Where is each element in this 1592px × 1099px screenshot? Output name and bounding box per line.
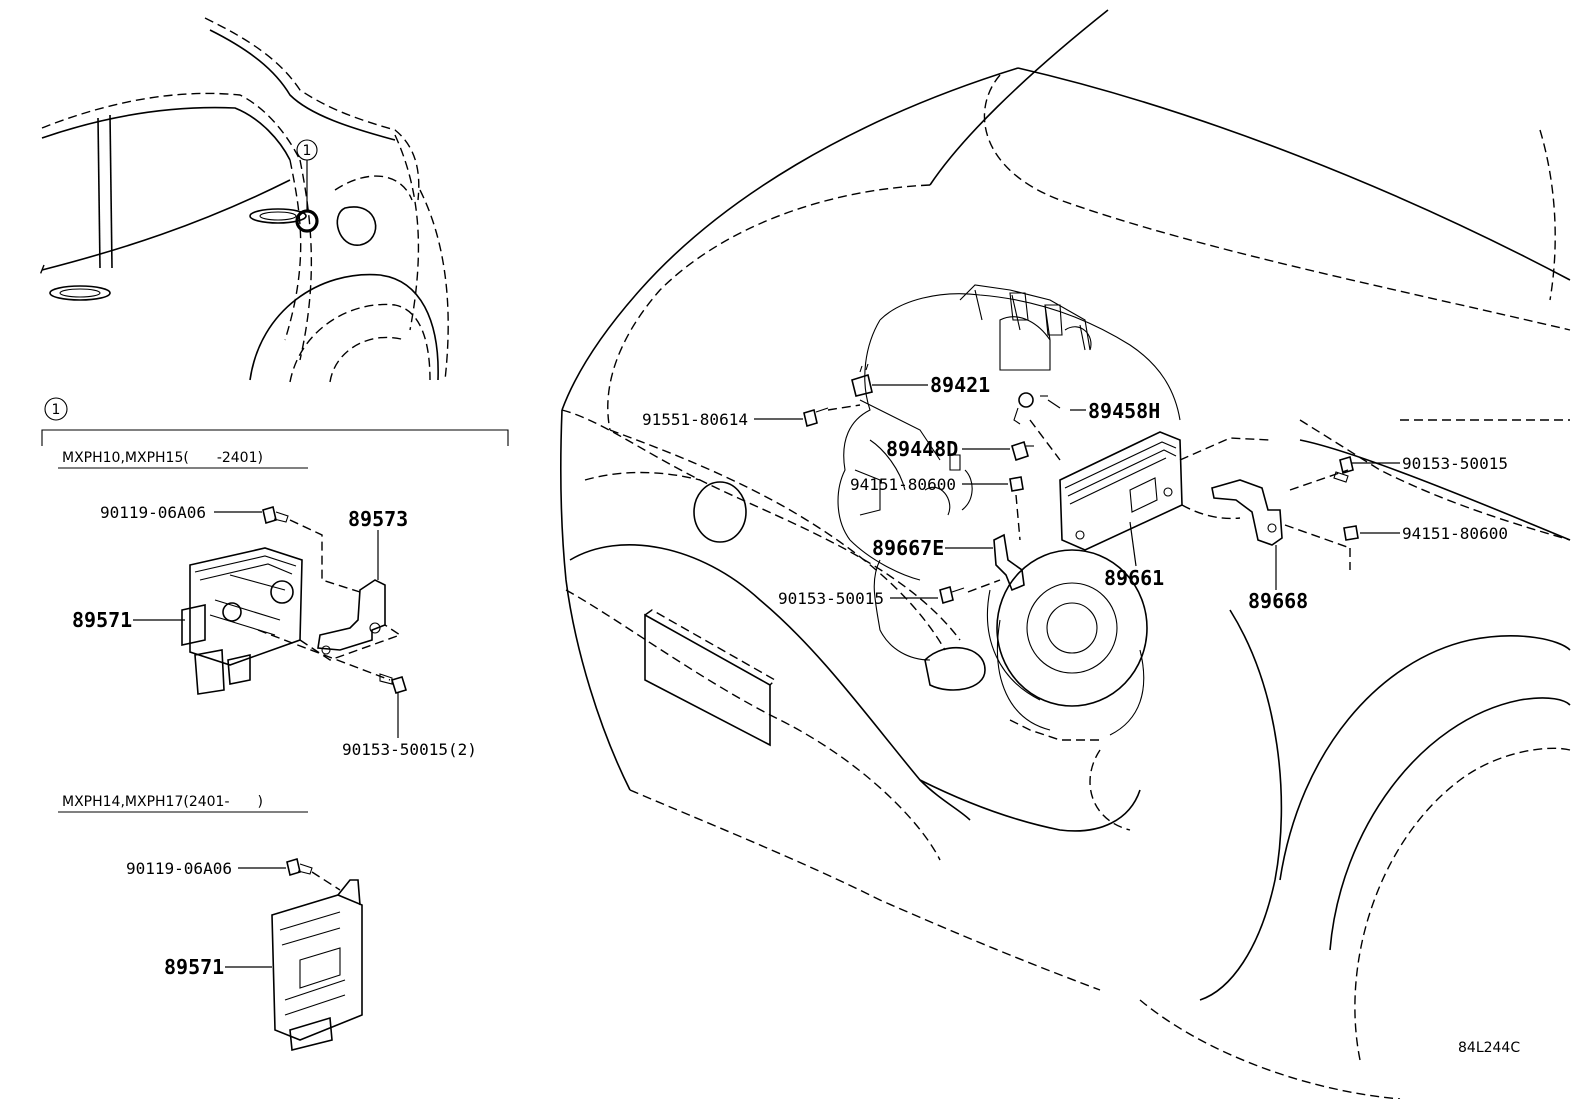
callout-circle-top	[296, 139, 318, 161]
label-89458H: 89458H	[1088, 399, 1160, 423]
label-89571-a: 89571	[72, 608, 132, 632]
label-90119-06A06-b: 90119-06A06	[126, 859, 232, 878]
bracket-89668	[1211, 469, 1351, 570]
label-89661: 89661	[1104, 566, 1164, 590]
label-89668: 89668	[1248, 589, 1308, 613]
bolt-90119-a	[262, 505, 289, 525]
label-90119-06A06-a: 90119-06A06	[100, 503, 206, 522]
bolt-91551	[803, 407, 829, 428]
sensor-89458H	[1013, 392, 1048, 425]
callout-number-panel: 1	[52, 402, 61, 418]
callout-number-top: 1	[303, 143, 312, 159]
callout-circle-panel	[44, 397, 68, 421]
bolt-90153-pair	[379, 673, 408, 694]
label-89571-b: 89571	[164, 955, 224, 979]
label-90153-50015-2: 90153-50015(2)	[342, 740, 477, 759]
engine-assembly	[837, 284, 1181, 741]
bolt-90153-center	[939, 585, 965, 605]
label-90153-50015-right: 90153-50015	[1402, 454, 1508, 473]
nut-94151-right	[1343, 525, 1359, 541]
label-90153-50015-center: 90153-50015	[778, 589, 884, 608]
diagram-code: 84L244C	[1458, 1040, 1520, 1056]
bolt-90119-b	[286, 857, 313, 877]
bracket-89573	[317, 579, 386, 655]
ecu-89571-variant2	[271, 879, 363, 1052]
variant-header-2: MXPH14,MXPH17(2401- )	[62, 794, 263, 810]
ecu-89571-variant1	[181, 547, 303, 695]
label-94151-80600-center: 94151-80600	[850, 475, 956, 494]
callout-panel: 1 MXPH10,MXPH15( -2401) 89571 90119-06A0…	[41, 397, 509, 1052]
bolt-90153-right	[1333, 455, 1354, 483]
sensor-89421	[851, 363, 873, 397]
sensor-89448D	[1011, 440, 1034, 462]
label-89667E: 89667E	[872, 536, 944, 560]
nut-94151-center	[1009, 476, 1024, 492]
rear-quarter-inset: 1	[39, 17, 449, 383]
label-94151-80600-right: 94151-80600	[1402, 524, 1508, 543]
front-car-body	[560, 9, 1571, 1099]
label-91551-80614: 91551-80614	[642, 410, 748, 429]
label-89448D: 89448D	[886, 437, 958, 461]
ecu-89661	[1059, 431, 1271, 551]
bracket-89667E	[993, 533, 1025, 592]
variant-header-1: MXPH10,MXPH15( -2401)	[62, 450, 263, 466]
label-89573: 89573	[348, 507, 408, 531]
label-89421: 89421	[930, 373, 990, 397]
